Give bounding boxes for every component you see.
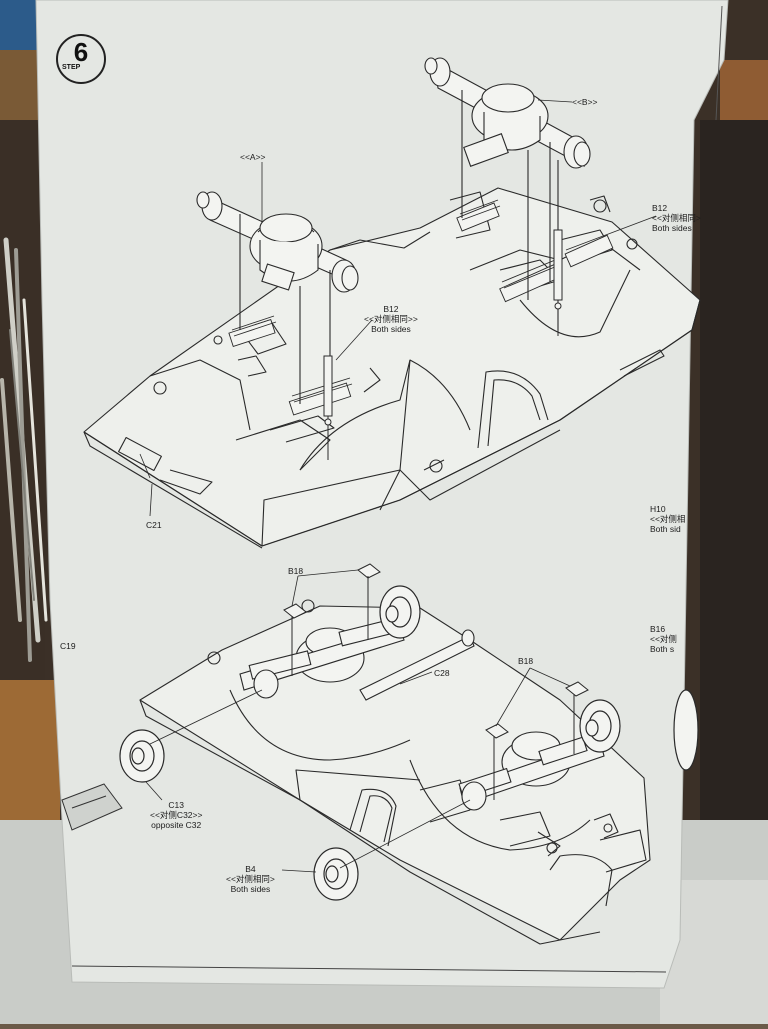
h10-part: H10 <box>650 504 666 514</box>
b12-left-part: B12 <box>383 304 399 314</box>
b12-left-note-cn: <<对侧相同>> <box>364 314 418 324</box>
callout-c13: C13 <<对侧C32>> opposite C32 <box>150 800 202 830</box>
step-badge: 6 STEP <box>56 34 106 84</box>
callout-b12-left: B12 <<对侧相同>> Both sides <box>364 304 418 334</box>
c13-note-en: opposite C32 <box>151 820 202 830</box>
callout-c28: C28 <box>434 668 450 678</box>
axle-assembly-b <box>424 57 591 330</box>
callout-b18-right: B18 <box>518 656 534 666</box>
step-label: STEP <box>62 64 81 71</box>
h10-note-en: Both sid <box>650 524 681 534</box>
callout-h10: H10 <<对侧相 Both sid <box>650 504 685 534</box>
callout-b4: B4 <<对侧相同> Both sides <box>226 864 275 894</box>
b12-shock-absorbers <box>323 229 563 460</box>
callout-b12-right: B12 <<对侧相同> Both sides <box>652 203 701 233</box>
b16-note-cn: <<对侧 <box>650 634 677 644</box>
shelf-wood-right <box>720 60 768 120</box>
blue-object <box>0 0 40 50</box>
sheet-bottom-rule <box>71 965 667 973</box>
callout-assembly-b: <<B>> <box>572 97 598 107</box>
b16-note-en: Both s <box>650 644 675 654</box>
top-leader-lines <box>139 99 657 517</box>
step-number: 6 <box>73 37 89 67</box>
b12-right-note-en: Both sides <box>652 223 692 233</box>
callout-b16: B16 <<对侧 Both s <box>650 624 677 654</box>
sprue-tray-left <box>61 783 123 831</box>
callout-c21: C21 <box>146 520 162 530</box>
c13-note-cn: <<对侧C32>> <box>150 810 203 820</box>
b4-part: B4 <box>245 864 256 874</box>
b12-left-note-en: Both sides <box>371 324 411 334</box>
b18-brackets <box>283 563 589 800</box>
bottom-leader-lines <box>145 569 571 873</box>
brushes-left <box>0 237 48 662</box>
b12-right-part: B12 <box>652 203 668 213</box>
callout-assembly-a: <<A>> <box>240 152 266 162</box>
dark-right <box>700 120 768 920</box>
b4-note-cn: <<对侧相同> <box>226 874 275 884</box>
sheet-margin-line <box>715 5 723 121</box>
wheels <box>119 585 699 901</box>
b4-note-en: Both sides <box>230 884 271 894</box>
c13-part: C13 <box>168 800 185 810</box>
callout-b18-top: B18 <box>288 566 304 576</box>
callout-c19: C19 <box>60 641 76 651</box>
table-wood-left <box>0 680 60 820</box>
h10-note-cn: <<对侧相 <box>650 514 686 524</box>
bottom-axles <box>239 619 605 811</box>
b12-right-note-cn: <<对侧相同> <box>652 213 701 223</box>
b16-part: B16 <box>650 624 666 634</box>
